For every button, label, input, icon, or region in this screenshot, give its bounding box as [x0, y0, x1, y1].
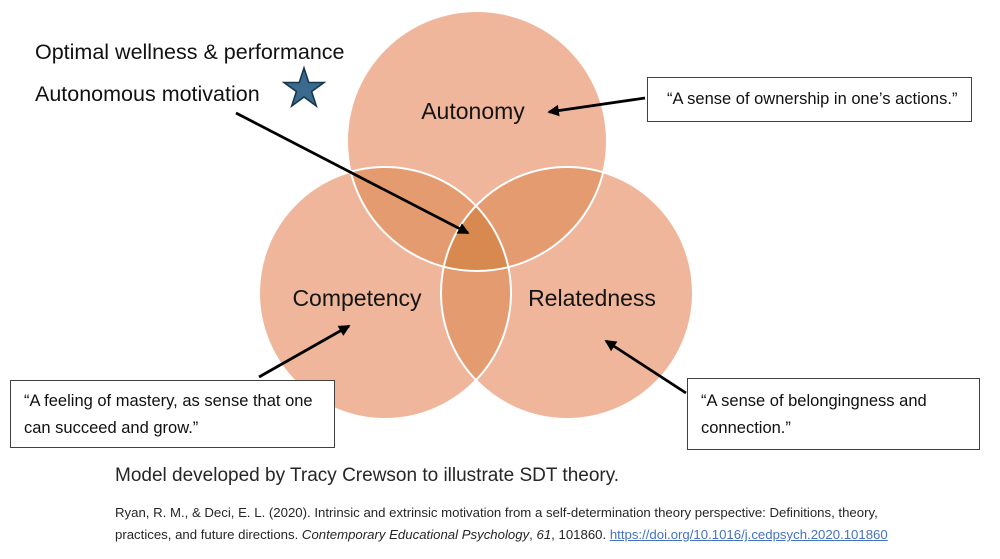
citation-line-2: practices, and future directions. Contem…	[115, 524, 888, 546]
label-relatedness: Relatedness	[528, 285, 656, 311]
heading-line-2: Autonomous motivation	[35, 82, 260, 106]
doi-link[interactable]: https://doi.org/10.1016/j.cedpsych.2020.…	[609, 527, 888, 542]
citation-comma: ,	[529, 527, 537, 542]
outline-relatedness	[440, 166, 694, 420]
citation-block: Ryan, R. M., & Deci, E. L. (2020). Intri…	[115, 502, 888, 546]
callout-competency-box: “A feeling of mastery, as sense that one…	[10, 380, 335, 448]
label-competency: Competency	[292, 285, 422, 311]
attribution-text: Model developed by Tracy Crewson to illu…	[115, 465, 620, 486]
callout-competency-text-line2: can succeed and grow.”	[24, 419, 199, 437]
callout-competency-text-line1: “A feeling of mastery, as sense that one	[24, 392, 313, 410]
label-autonomy: Autonomy	[421, 98, 525, 124]
outline-competency	[258, 166, 512, 420]
callout-relatedness-text-line1: “A sense of belongingness and	[701, 392, 927, 410]
star-icon	[281, 65, 327, 109]
callout-relatedness-box: “A sense of belongingness and connection…	[687, 378, 980, 450]
callout-autonomy-text: “A sense of ownership in one’s actions.”	[667, 90, 958, 108]
citation-tail: , 101860.	[551, 527, 610, 542]
citation-journal: Contemporary Educational Psychology	[301, 527, 530, 542]
citation-volume: 61	[536, 527, 552, 542]
venn-diagram	[258, 10, 694, 420]
citation-line2-pre: practices, and future directions.	[115, 527, 302, 542]
heading-line-1: Optimal wellness & performance	[35, 40, 345, 64]
callout-autonomy-box: “A sense of ownership in one’s actions.”	[647, 77, 972, 122]
citation-line-1: Ryan, R. M., & Deci, E. L. (2020). Intri…	[115, 505, 878, 520]
arrow-motivation-to-center	[235, 111, 470, 235]
overlap-autonomy-relatedness	[441, 167, 607, 271]
arrows	[235, 96, 687, 395]
arrow-callout-to-autonomy	[547, 96, 646, 117]
arrow-callout-to-competency	[258, 324, 351, 379]
arrow-callout-to-relatedness	[604, 339, 687, 395]
callout-relatedness-text-line2: connection.”	[701, 419, 791, 437]
outline-autonomy	[346, 10, 608, 272]
overlap-autonomy-competency	[347, 167, 511, 271]
